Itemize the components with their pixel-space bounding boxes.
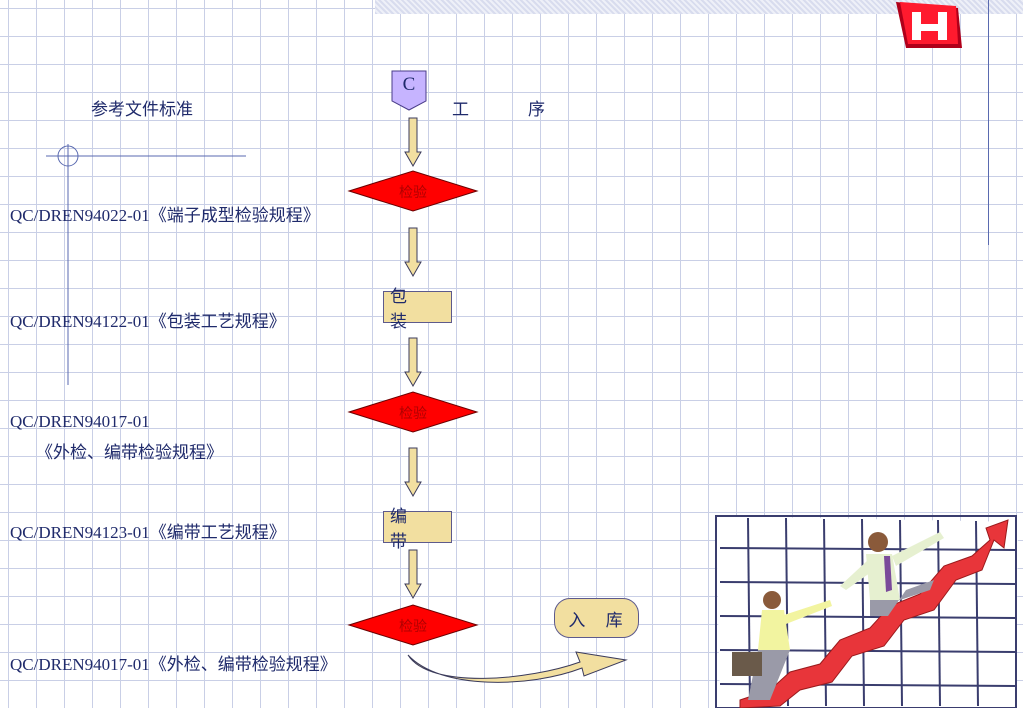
start-node-label: C: [402, 74, 416, 95]
reference-doc-4: QC/DREN94123-01《编带工艺规程》: [10, 523, 286, 542]
start-node: [391, 70, 427, 111]
braid-box: 编 带: [383, 507, 452, 551]
inspect-label-1: 检验: [399, 186, 427, 201]
arrow-3: [404, 337, 422, 388]
header-pattern-bar: [375, 0, 1023, 14]
crosshair-decoration: [46, 144, 246, 385]
storage-box: 入 库: [554, 598, 639, 638]
arrow-5: [404, 549, 422, 600]
reference-doc-3-line1: QC/DREN94017-01: [10, 412, 150, 431]
process-label-1: 工: [452, 100, 469, 119]
arrow-4: [404, 447, 422, 498]
reference-doc-3-line2: 《外检、编带检验规程》: [36, 443, 223, 462]
reference-doc-5: QC/DREN94017-01《外检、编带检验规程》: [10, 655, 337, 674]
inspect-diamond-3: [347, 604, 479, 646]
arrow-1: [404, 117, 422, 168]
inspect-diamond-2: [347, 391, 479, 433]
inspect-label-2: 检验: [399, 407, 427, 422]
reference-doc-2: QC/DREN94122-01《包装工艺规程》: [10, 312, 286, 331]
pack-box: 包 装: [383, 287, 452, 331]
corner-logo: [896, 2, 962, 48]
arrow-2: [404, 227, 422, 278]
climbing-illustration: [715, 515, 1018, 708]
process-label-2: 序: [528, 100, 545, 119]
curved-arrow-to-storage: [407, 651, 628, 683]
reference-doc-1: QC/DREN94022-01《端子成型检验规程》: [10, 206, 320, 225]
inspect-label-3: 检验: [399, 620, 427, 635]
reference-standard-label: 参考文件标准: [91, 100, 193, 119]
right-vertical-rule: [988, 0, 989, 245]
inspect-diamond-1: [347, 170, 479, 212]
